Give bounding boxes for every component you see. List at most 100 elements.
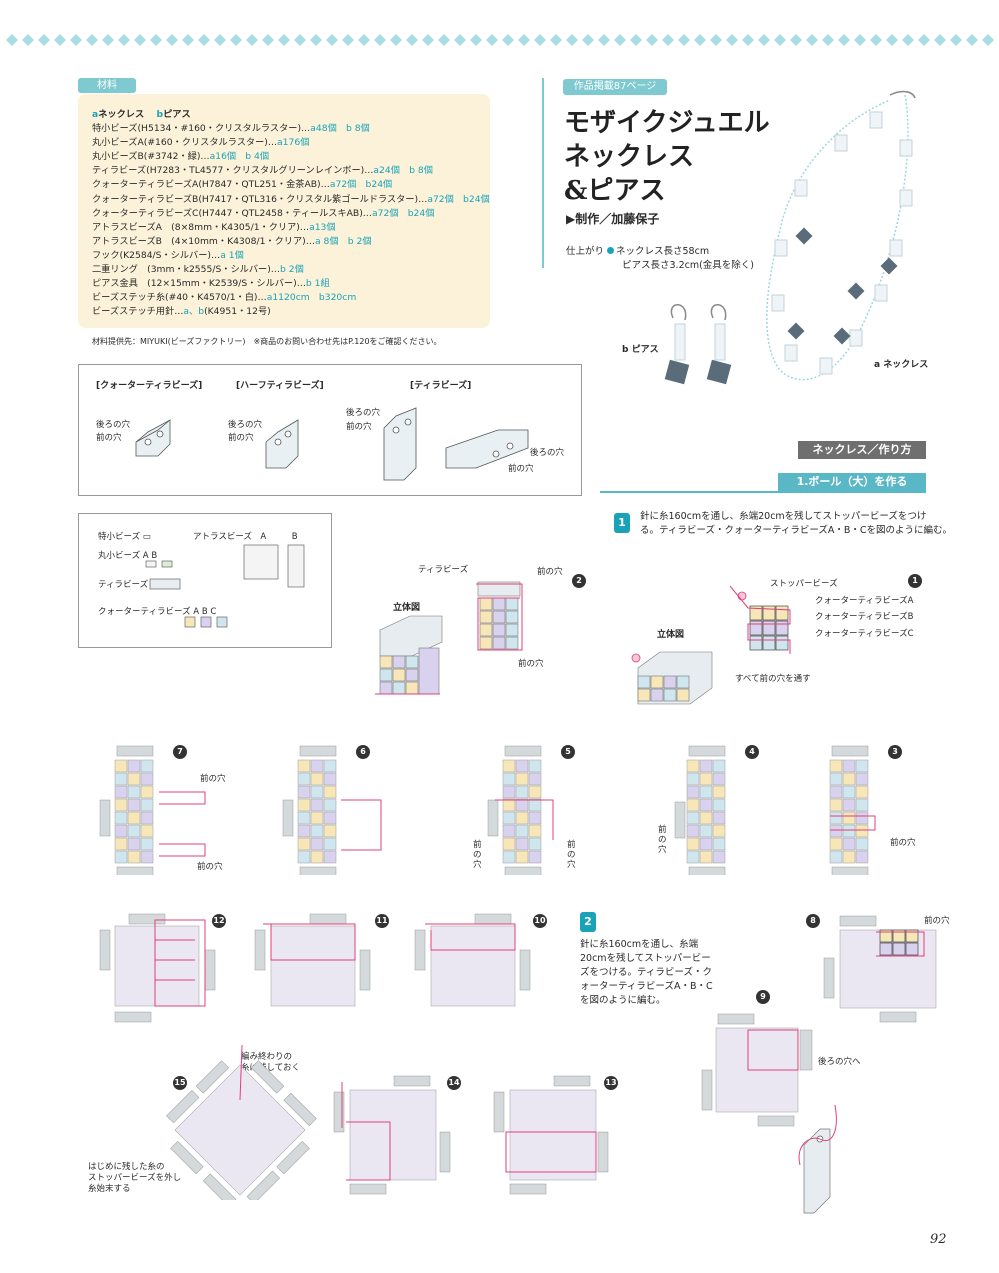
- author: ▶制作／加藤保子: [566, 212, 660, 226]
- front-hole-label: 前の穴: [508, 464, 534, 474]
- quarter-b-label: クォーターティラビーズB: [815, 612, 914, 622]
- figure-number: 5: [561, 745, 575, 759]
- fig-1-diagram: [631, 585, 791, 705]
- material-line: 特小ビーズ(H5134・#160・クリスタルラスター)…a48個 b 8個: [92, 123, 370, 135]
- back-hole-to-label: 後ろの穴へ: [818, 1057, 861, 1067]
- material-line: フック(K2584/S・シルバー)…a 1個: [92, 249, 244, 261]
- legend-atlas: アトラスビーズ A B: [193, 532, 298, 542]
- legend-round-small: 丸小ビーズ A B: [98, 551, 158, 561]
- front-hole-label: 前の穴: [890, 838, 916, 848]
- figure-number: 1: [908, 574, 922, 588]
- figure-number: 3: [888, 745, 902, 759]
- subsection-rule: [600, 491, 926, 493]
- back-hole-label: 後ろの穴: [228, 420, 263, 430]
- front-hole-label: 前の穴: [228, 433, 254, 443]
- figure-number: 2: [572, 574, 586, 588]
- figure-number: 13: [604, 1076, 618, 1090]
- front-hole-vertical-label: 前の穴: [658, 825, 667, 855]
- materials-header: aネックレス bピアス: [92, 109, 191, 120]
- legend-quarter: クォーターティラビーズ A B C: [98, 607, 217, 617]
- quarter-tila-heading: [クォーターティラビーズ]: [96, 381, 203, 391]
- start-thread-note: はじめに残した糸のストッパービーズを外し糸始末する: [88, 1162, 182, 1194]
- material-line: 丸小ビーズB(#3742・緑)…a16個 b 4個: [92, 151, 270, 163]
- material-line: 二重リング (3mm・k2555/S・シルバー)…b 2個: [92, 264, 304, 276]
- back-hole-label: 後ろの穴: [530, 448, 565, 458]
- fig-8-diagram: [823, 915, 937, 1023]
- quarter-a-label: クォーターティラビーズA: [815, 596, 914, 606]
- bead-type-shapes: [135, 407, 529, 481]
- material-line: ビーズステッチ糸(#40・K4570/1・白)…a1120cm b320cm: [92, 292, 357, 304]
- figure-number: 11: [375, 914, 389, 928]
- diamond-border: [6, 34, 994, 46]
- step-2-badge: 2: [580, 912, 596, 932]
- material-line: ピアス金具 (12×15mm・K2539/S・シルバー)…b 1組: [92, 278, 330, 290]
- figs-10-to-12: [99, 913, 531, 1023]
- material-line: 丸小ビーズA(#160・クリスタルラスター)…a176個: [92, 137, 310, 149]
- stopper-bead-label: ストッパービーズ: [770, 579, 838, 589]
- step-1-badge: 1: [614, 513, 630, 533]
- figure-number: 7: [173, 745, 187, 759]
- solid-view-label: 立体図: [657, 630, 685, 640]
- fig-2-diagram: [375, 581, 523, 695]
- legend-tiny: 特小ビーズ ▭: [98, 532, 151, 542]
- material-line: ビーズステッチ用針…a、b(K4951・12号): [92, 306, 271, 318]
- title-line-3: &ピアス: [564, 176, 666, 206]
- figure-number: 9: [756, 990, 770, 1004]
- figure-number: 14: [447, 1076, 461, 1090]
- fig-13-diagram: [493, 1075, 609, 1195]
- front-hole-label: 前の穴: [537, 567, 563, 577]
- section-heading: ネックレス／作り方: [798, 441, 926, 459]
- fig-15-diagram: [166, 1044, 317, 1200]
- legend-tila: ティラビーズ: [98, 580, 149, 590]
- material-line: クォーターティラビーズC(H7447・QTL2458・ティールスキAB)…a72…: [92, 207, 435, 219]
- fig-9-diagram: [701, 1013, 813, 1127]
- materials-list: aネックレス bピアス 特小ビーズ(H5134・#160・クリスタルラスター)……: [92, 108, 490, 319]
- front-hole-label: 前の穴: [197, 862, 223, 872]
- material-line: ティラビーズ(H7283・TL4577・クリスタルグリーンレインボー)…a24個…: [92, 165, 433, 177]
- figure-number: 4: [745, 745, 759, 759]
- legend-swatches: [145, 544, 305, 628]
- figs-3-to-7: [99, 745, 876, 875]
- subsection-heading: 1.ボール（大）を作る: [778, 473, 926, 491]
- earrings-label: b ピアス: [622, 345, 659, 355]
- half-tila-heading: [ハーフティラビーズ]: [236, 381, 324, 391]
- step-1-text: 針に糸160cmを通し、糸端20cmを残してストッパービーズをつけ る。ティラビ…: [640, 511, 953, 536]
- material-line: クォーターティラビーズB(H7417・QTL316・クリスタル紫ゴールドラスター…: [92, 193, 490, 205]
- materials-tag: 材料: [78, 78, 136, 93]
- page-reference-tag: 作品掲載87ページ: [563, 79, 667, 95]
- tila-bead-label: ティラビーズ: [418, 565, 469, 575]
- page-number: 92: [930, 1232, 947, 1247]
- back-hole-label: 後ろの穴: [96, 420, 131, 430]
- front-hole-label: 前の穴: [96, 433, 122, 443]
- solid-view-label: 立体図: [393, 603, 421, 613]
- necklace-label: a ネックレス: [874, 360, 929, 370]
- title-line-1: モザイクジュエル: [564, 108, 770, 138]
- earrings-illustration: [664, 304, 732, 385]
- front-hole-vertical-label: 前の穴: [473, 840, 482, 870]
- front-hole-vertical-label: 前の穴: [567, 840, 576, 870]
- front-hole-label: 前の穴: [924, 916, 950, 926]
- figure-number: 8: [806, 914, 820, 928]
- title-line-2: ネックレス: [564, 142, 695, 172]
- figure-number: 10: [533, 914, 547, 928]
- fig-14-diagram: [333, 1075, 451, 1195]
- figure-number: 12: [212, 914, 226, 928]
- fig-9-solid: [798, 1105, 837, 1214]
- necklace-illustration: [766, 90, 916, 381]
- materials-panel: [78, 94, 490, 328]
- material-line: アトラスビーズA (8×8mm・K4305/1・クリア)…a13個: [92, 221, 336, 233]
- leave-end-note: 編み終わりの糸は残しておく: [241, 1052, 300, 1073]
- quarter-c-label: クォーターティラビーズC: [815, 629, 914, 639]
- front-hole-label: 前の穴: [346, 422, 372, 432]
- step-2-text: 針に糸160cmを通し、糸端 20cmを残してストッパービー ズをつける。ティラ…: [580, 939, 713, 1006]
- tila-heading: [ティラビーズ]: [410, 381, 472, 391]
- material-credit: 材料提供先：MIYUKI(ビーズファクトリー) ※商品のお問い合わせ先はP.12…: [92, 337, 442, 346]
- material-line: クォーターティラビーズA(H7847・QTL251・金茶AB)…a72個 b24…: [92, 179, 393, 191]
- title-rule: [542, 78, 544, 268]
- figure-number: 6: [356, 745, 370, 759]
- finished-size: 仕上がりネックレス長さ58cm ピアス長さ3.2cm(金具を除く): [566, 246, 754, 271]
- figure-number: 15: [173, 1076, 187, 1090]
- all-front-holes-label: すべて前の穴を通す: [735, 674, 811, 684]
- front-hole-label: 前の穴: [518, 659, 544, 669]
- back-hole-label: 後ろの穴: [346, 408, 381, 418]
